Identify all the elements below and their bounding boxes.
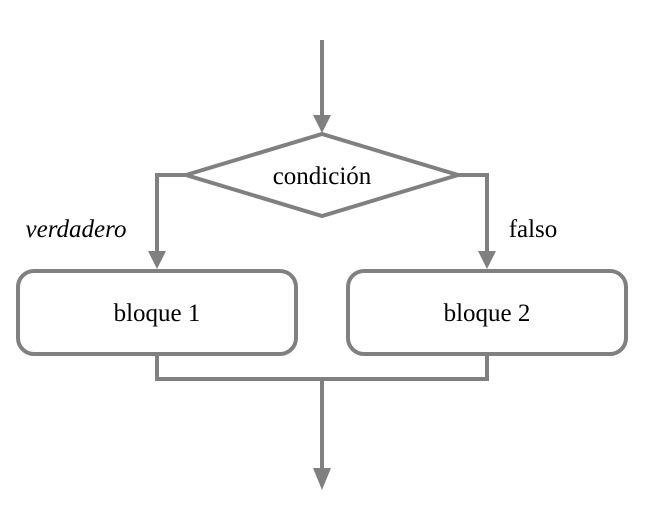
decision-diamond (179, 131, 465, 219)
flow-nodes (16, 131, 628, 356)
merge-line (155, 352, 489, 381)
block1-label: bloque 1 (114, 300, 201, 327)
true-branch-line (155, 173, 186, 253)
decision-label: condición (273, 163, 372, 190)
flow-connectors (155, 40, 489, 470)
entry-arrowhead-icon (313, 115, 331, 133)
arrowheads (148, 115, 496, 490)
true-branch-arrowhead-icon (148, 251, 166, 269)
block1-box (16, 269, 298, 356)
exit-arrowhead-icon (313, 468, 331, 490)
false-branch-arrowhead-icon (478, 251, 496, 269)
false-branch-line (458, 173, 489, 253)
true-branch-label: verdadero (26, 216, 127, 243)
false-branch-label: falso (509, 216, 558, 243)
block2-label: bloque 2 (444, 300, 531, 327)
block2-box (346, 269, 628, 356)
labels: condición verdadero falso bloque 1 bloqu… (26, 163, 558, 327)
